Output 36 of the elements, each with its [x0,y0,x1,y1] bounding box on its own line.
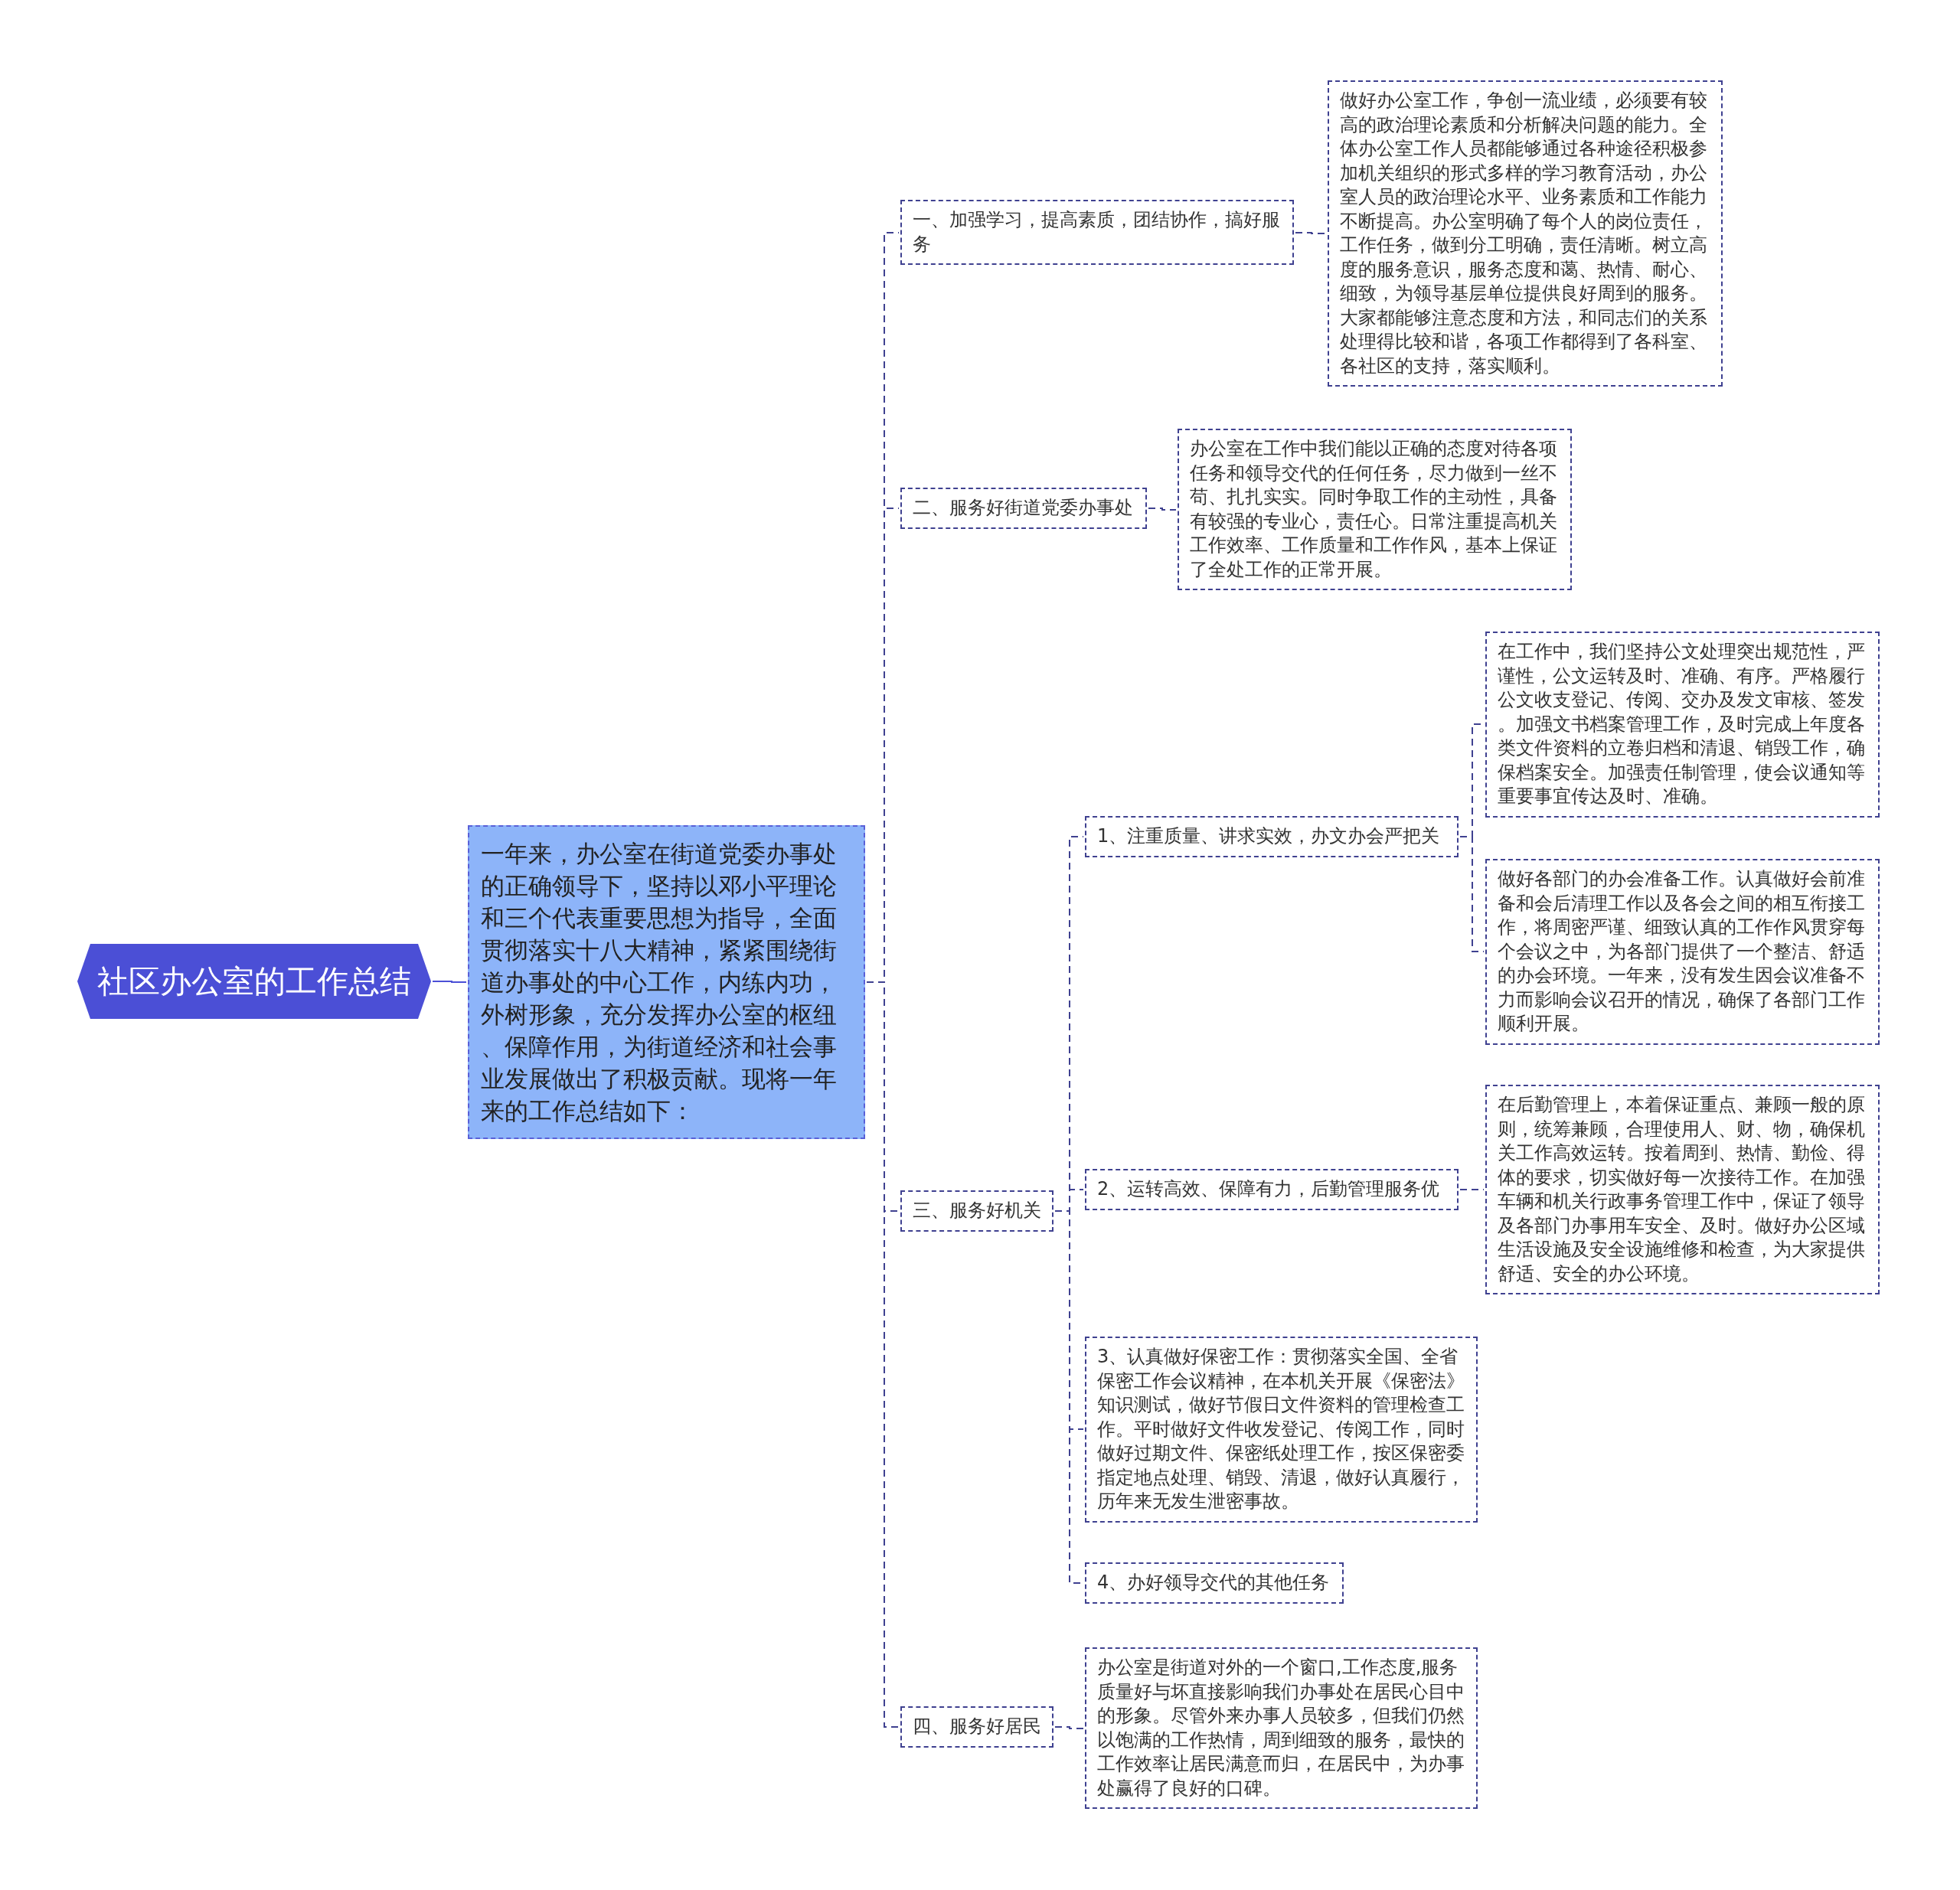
summary-text: 一年来，办公室在街道党委办事处的正确领导下，坚持以邓小平理论和三个代表重要思想为指导，全面贯彻落实十八大精神，紧紧围绕街道办事处的中心工作，内练内功，外树形象，充分发挥办公室的枢纽、保障作用，为街道经济和社会事业发展做出了积极贡献。现将一年来的工作总结如下： [481,839,838,1126]
topic-box [1085,816,1459,857]
central-topic [77,944,431,1019]
topic-box [900,488,1147,529]
topic-text: 一、加强学习，提高素质，团结协作，搞好服务 [913,208,1281,256]
topic-text: 2、运转高效、保障有力，后勤管理服务优 [1097,1177,1441,1201]
topic-box [1485,632,1880,818]
summary-box [468,825,865,1139]
topic-box [1178,429,1572,590]
topic-box [900,1706,1054,1748]
connector-line [1148,508,1177,511]
topic-text: 在后勤管理上，本着保证重点、兼顾一般的原则，统筹兼顾，合理使用人、财、物，确保机关工作高效运转。按着周到、热情、勤俭、得体的要求，切实做好每一次接待工作。在加强车辆和机关行政事务管理工作中，保证了领导及各部门办事用车安全、及时。做好办公区域生活设施及安全设施维修和检查，为大家提供舒适、安全的办公环境。 [1498,1093,1866,1286]
topic-text: 做好各部门的办会准备工作。认真做好会前准备和会后清理工作以及各会之间的相互衔接工作，将周密严谨、细致认真的工作作风贯穿每个会议之中，为各部门提供了一个整洁、舒适的办会环境。一年来，没有发生因会议准备不力而影响会议召开的情况，确保了各部门工作顺利开展。 [1498,867,1866,1036]
topic-text: 三、服务好机关 [913,1199,1041,1222]
topic-box [900,200,1294,265]
connector-line [1459,1189,1485,1190]
topic-box [1085,1647,1478,1809]
topic-box [1085,1562,1344,1604]
connector-line [432,981,467,983]
central-topic-text: 社区办公室的工作总结 [97,962,411,1000]
topic-text: 二、服务好街道党委办事处 [913,496,1134,520]
topic-text: 3、认真做好保密工作：贯彻落实全国、全省保密工作会议精神，在本机关开展《保密法》知识测试，做好节假日文件资料的管理检查工作。平时做好文件收发登记、传阅工作，同时做好过期文件、保密纸处理工作，按区保密委指定地点处理、销毁、清退，做好认真履行，历年来无发生泄密事故。 [1097,1345,1465,1513]
topic-box [1485,859,1880,1045]
connector-line [1459,836,1485,952]
topic-text: 办公室在工作中我们能以正确的态度对待各项任务和领导交代的任何任务，尽力做到一丝不苟、扎扎实实。同时争取工作的主动性，具备有较强的专业心，责任心。日常注重提高机关工作效率、工作质量和工作作风，基本上保证了全处工作的正常开展。 [1190,437,1558,582]
topic-text: 1、注重质量、讲求实效，办文办会严把关 [1097,824,1441,848]
connector-line [1054,1726,1084,1729]
topic-text: 在工作中，我们坚持公文处理突出规范性，严谨性，公文运转及时、准确、有序。严格履行公文收支登记、传阅、交办及发文审核、签发。加强文书档案管理工作，及时完成上年度各类文件资料的立卷归档和清退、销毁工作，确保档案安全。加强责任制管理，使会议通知等重要事宜传达及时、准确。 [1498,640,1866,808]
topic-box [1085,1337,1478,1523]
topic-box [900,1190,1054,1232]
topic-text: 四、服务好居民 [913,1715,1041,1738]
topic-text: 做好办公室工作，争创一流业绩，必须要有较高的政治理论素质和分析解决问题的能力。全体办公室工作人员都能够通过各种途径积极参加机关组织的形式多样的学习教育活动，办公室人员的政治理论水平、业务素质和工作能力不断提高。办公室明确了每个人的岗位责任，工作任务，做到分工明确，责任清晰。树立高度的服务意识，服务态度和蔼、热情、耐心、细致，为领导基层单位提供良好周到的服务。大家都能够注意态度和方法，和同志们的关系处理得比较和谐，各项工作都得到了各科室、各社区的支持，落实顺利。 [1340,89,1708,378]
connector-line [1295,232,1327,234]
topic-text: 4、办好领导交代的其他任务 [1097,1571,1331,1595]
topic-text: 办公室是街道对外的一个窗口,工作态度,服务质量好与坏直接影响我们办事处在居民心目中的形象。尽管外来办事人员较多，但我们仍然以饱满的工作热情，周到细致的服务，最快的工作效率让居民满意而归，在居民中，为办事处赢得了良好的口碑。 [1097,1656,1465,1800]
topic-box [1085,1169,1459,1210]
